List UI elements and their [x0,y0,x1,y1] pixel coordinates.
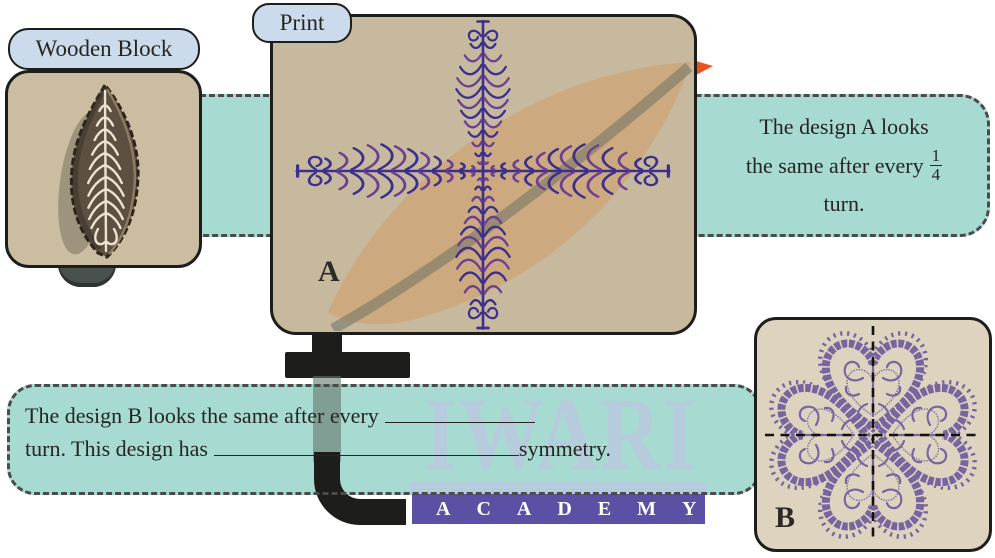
watermark-blue-strip [410,481,706,494]
stamp-handle-neck [312,332,342,353]
block-base-knob [58,264,116,287]
design-a-illustration [295,19,693,331]
watermark-pen-stem [313,376,341,462]
symmetry-axes [765,326,981,543]
wooden-stamp-illustration [58,82,140,259]
answer-blank-turn [384,403,535,423]
one-quarter-fraction: 1 4 [929,146,943,184]
watermark-leaf-tip-icon [696,61,713,75]
print-label: Print [252,3,352,43]
print-panel: A [270,14,697,335]
watermark-academy-banner: ACADEMY [412,494,705,524]
wooden-block-label: Wooden Block [8,28,200,70]
design-b-illustration [765,326,981,543]
watermark-iwari-text: IWARI [424,377,698,492]
answer-blank-symmetry [213,436,519,456]
callout-a-line3: turn. [823,191,865,216]
stamp-handle-bar [285,352,410,378]
callout-a-text: The design A looks the same after every … [702,110,986,220]
watermark-leaf [328,62,691,325]
design-b-letter: B [775,501,796,534]
callout-a-line2: the same after every 1 4 [745,146,943,184]
wooden-block-panel [5,70,202,268]
design-b-panel: B [754,317,992,552]
callout-b-text: The design B looks the same after every … [25,403,611,461]
callout-a-line1: The design A looks [759,114,929,139]
design-a-letter: A [318,255,340,288]
